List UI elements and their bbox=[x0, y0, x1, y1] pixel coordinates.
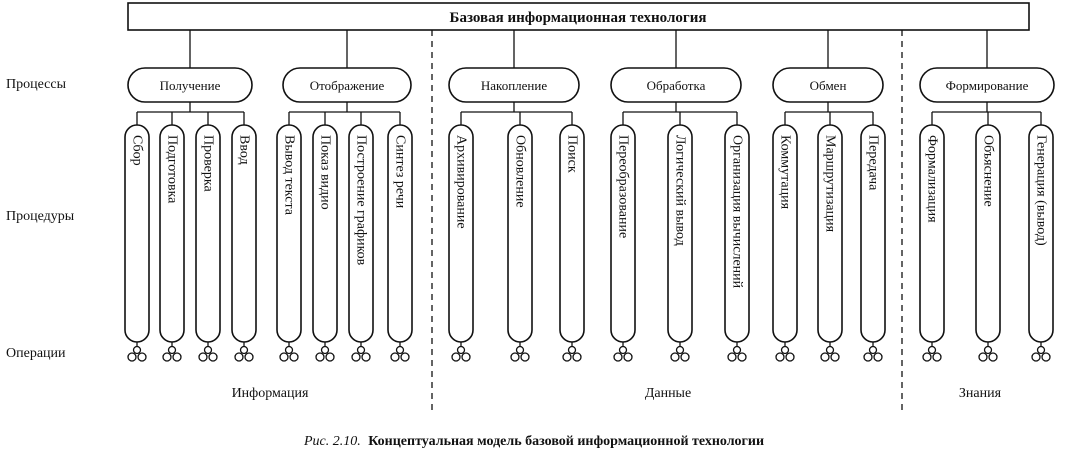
operation-node bbox=[461, 352, 471, 362]
diagram-title: Базовая информационная технология bbox=[450, 10, 707, 26]
operation-node bbox=[320, 345, 330, 355]
operation-node bbox=[390, 352, 400, 362]
operations-row-label: Операции bbox=[6, 346, 66, 361]
domain-label-information: Информация bbox=[232, 386, 309, 401]
operation-node bbox=[820, 352, 830, 362]
operation-node bbox=[932, 352, 942, 362]
procedure-label: Проверка bbox=[201, 135, 216, 192]
operation-node bbox=[203, 345, 213, 355]
operation-node bbox=[623, 352, 633, 362]
operation-node bbox=[167, 345, 177, 355]
procedure-label: Подготовка bbox=[165, 135, 180, 204]
procedure-label: Переобразование bbox=[616, 135, 631, 238]
domain-label-knowledge: Знания bbox=[959, 386, 1002, 401]
operation-node bbox=[863, 352, 873, 362]
procedure-label: Поиск bbox=[565, 135, 580, 173]
operation-node bbox=[1031, 352, 1041, 362]
operation-node bbox=[127, 352, 137, 362]
procedures-row-label: Процедуры bbox=[6, 209, 75, 224]
procedure-label: Вывод текста bbox=[282, 135, 297, 216]
caption-prefix: Рис. 2.10. bbox=[303, 434, 361, 449]
operation-node bbox=[198, 352, 208, 362]
operation-node bbox=[400, 352, 410, 362]
operation-node bbox=[325, 352, 335, 362]
operation-node bbox=[351, 352, 361, 362]
operation-node bbox=[978, 352, 988, 362]
operation-node bbox=[675, 345, 685, 355]
operation-node bbox=[873, 352, 883, 362]
title-box bbox=[127, 2, 1030, 31]
operation-node bbox=[922, 352, 932, 362]
procedure-label: Передача bbox=[866, 135, 881, 191]
operation-node bbox=[451, 352, 461, 362]
procedure-label: Построение графиков bbox=[354, 135, 369, 266]
operation-node bbox=[613, 352, 623, 362]
operation-node bbox=[830, 352, 840, 362]
procedure-label: Логический вывод bbox=[673, 135, 688, 246]
operation-node bbox=[785, 352, 795, 362]
operation-node bbox=[244, 352, 254, 362]
operation-node bbox=[983, 345, 993, 355]
operation-node bbox=[780, 345, 790, 355]
operation-node bbox=[137, 352, 147, 362]
operation-node bbox=[172, 352, 182, 362]
procedure-label: Синтез речи bbox=[393, 135, 408, 209]
operation-node bbox=[737, 352, 747, 362]
operation-node bbox=[988, 352, 998, 362]
procedure-label: Архивирование bbox=[454, 135, 469, 229]
procedure-label: Маршрутизация bbox=[823, 135, 838, 233]
figure-caption: Рис. 2.10. Концептуальная модель базовой… bbox=[303, 434, 764, 449]
operation-node bbox=[562, 352, 572, 362]
operation-node bbox=[132, 345, 142, 355]
operation-node bbox=[520, 352, 530, 362]
operation-node bbox=[289, 352, 299, 362]
process-label: Формирование bbox=[946, 78, 1029, 93]
operation-node bbox=[315, 352, 325, 362]
operation-node bbox=[727, 352, 737, 362]
procedure-label: Сбор bbox=[130, 135, 145, 166]
operation-node bbox=[234, 352, 244, 362]
operation-node bbox=[515, 345, 525, 355]
procedure-label: Обновление bbox=[513, 135, 528, 208]
procedure-label: Ввод bbox=[237, 135, 252, 165]
procedure-label: Показ видио bbox=[318, 135, 333, 210]
operation-node bbox=[775, 352, 785, 362]
operation-node bbox=[456, 345, 466, 355]
procedure-label: Объяснение bbox=[981, 135, 996, 207]
operation-node bbox=[572, 352, 582, 362]
operation-node bbox=[567, 345, 577, 355]
operation-node bbox=[868, 345, 878, 355]
operation-node bbox=[927, 345, 937, 355]
process-label: Обмен bbox=[810, 78, 847, 93]
domain-label-data: Данные bbox=[645, 386, 691, 401]
operation-node bbox=[356, 345, 366, 355]
operation-node bbox=[1036, 345, 1046, 355]
operation-node bbox=[670, 352, 680, 362]
operation-node bbox=[680, 352, 690, 362]
operation-node bbox=[1041, 352, 1051, 362]
procedure-label: Коммутация bbox=[778, 135, 793, 210]
process-label: Отображение bbox=[310, 78, 385, 93]
operation-node bbox=[618, 345, 628, 355]
operation-node bbox=[732, 345, 742, 355]
process-label: Накопление bbox=[481, 78, 547, 93]
operation-node bbox=[510, 352, 520, 362]
process-label: Получение bbox=[160, 78, 221, 93]
operation-node bbox=[395, 345, 405, 355]
procedure-label: Формализация bbox=[925, 135, 940, 223]
operation-node bbox=[361, 352, 371, 362]
operation-node bbox=[284, 345, 294, 355]
operation-node bbox=[239, 345, 249, 355]
procedure-label: Организация вычислений bbox=[730, 135, 745, 289]
operation-node bbox=[208, 352, 218, 362]
operation-node bbox=[825, 345, 835, 355]
operation-node bbox=[279, 352, 289, 362]
caption-text: Концептуальная модель базовой информацио… bbox=[368, 434, 764, 449]
processes-row-label: Процессы bbox=[6, 77, 67, 92]
operation-node bbox=[162, 352, 172, 362]
procedure-label: Генерация (вывод) bbox=[1034, 135, 1049, 246]
process-label: Обработка bbox=[647, 78, 706, 93]
